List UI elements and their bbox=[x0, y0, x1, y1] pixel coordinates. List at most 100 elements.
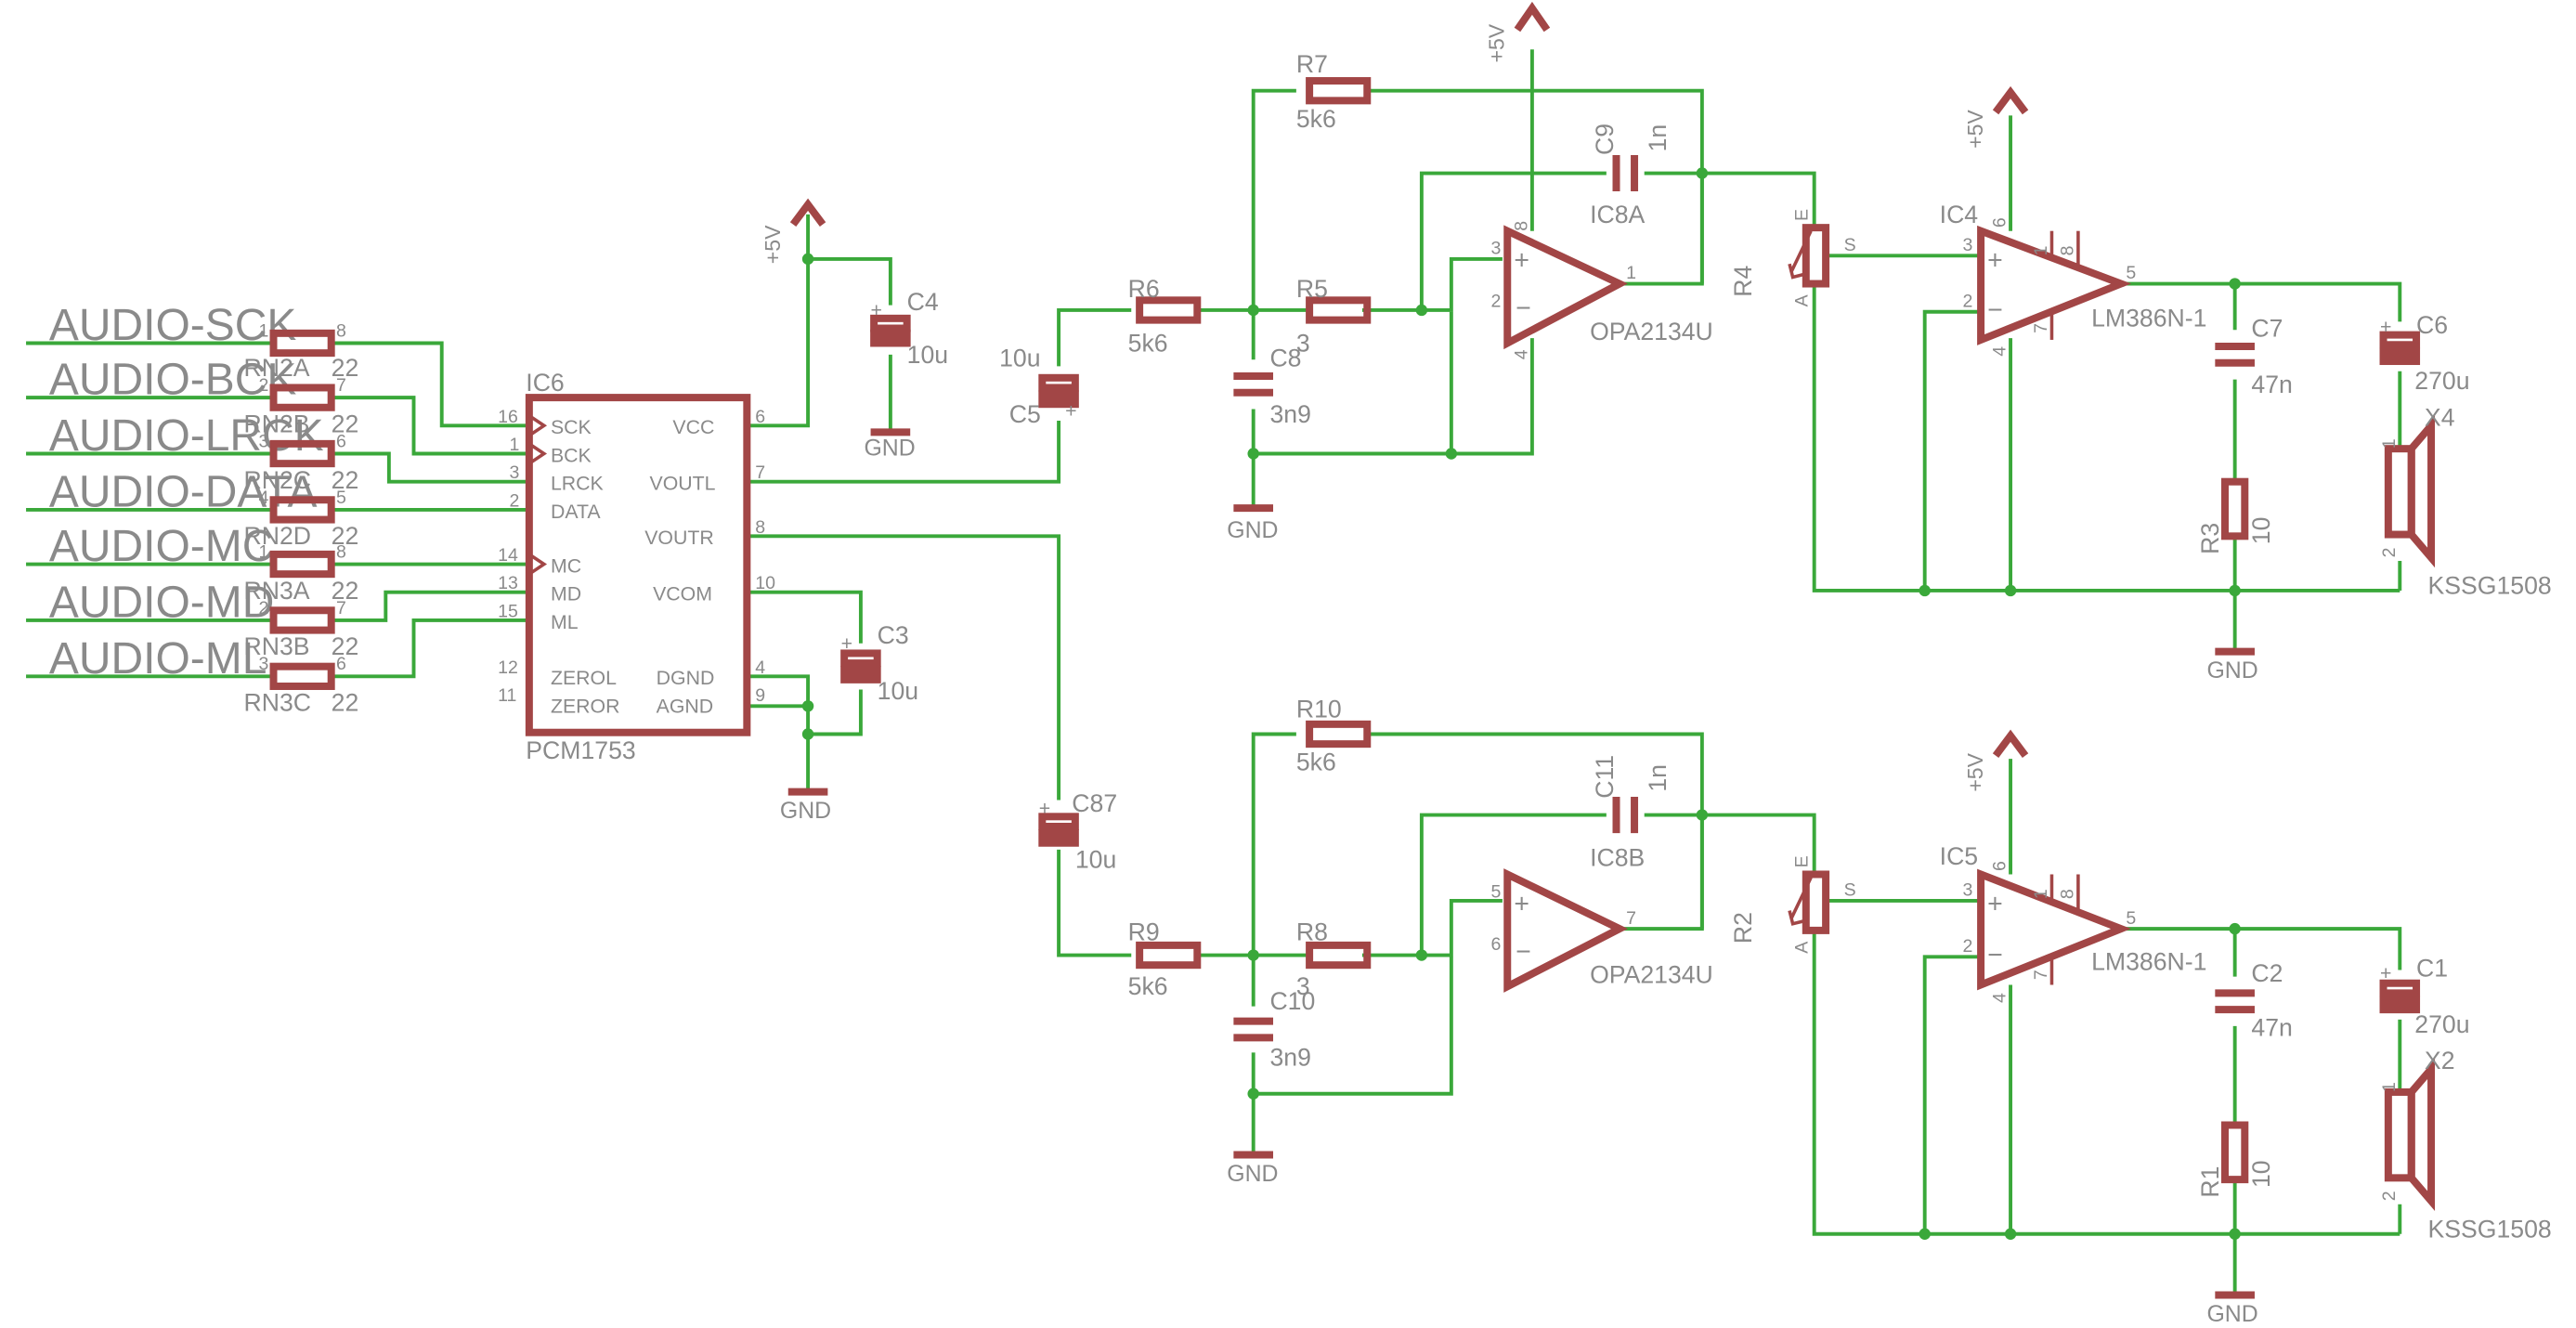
pin-number: 6 bbox=[1490, 934, 1501, 955]
pin-label: A bbox=[1792, 942, 1813, 954]
part-name: C5 bbox=[1009, 400, 1041, 428]
pin-label: ML bbox=[551, 611, 579, 633]
gnd-label: GND bbox=[1227, 517, 1278, 543]
net-audio-lrck: AUDIO-LRCK bbox=[49, 411, 324, 461]
pin-number: 1 bbox=[259, 320, 269, 341]
speaker-x4: 1 2 X4 KSSG1508 bbox=[2379, 403, 2552, 599]
speaker-x2: 1 2 X2 KSSG1508 bbox=[2379, 1047, 2552, 1243]
amplifier-ic4: + − 3 2 5 6 4 1 8 7 IC4 LM386N-1 bbox=[1940, 201, 2207, 357]
pin-number: 6 bbox=[1990, 217, 2010, 228]
part-value: OPA2134U bbox=[1590, 318, 1713, 345]
part-value: 10u bbox=[878, 677, 918, 705]
pin-label: AGND bbox=[657, 695, 714, 717]
amplifier-ic5: + − 3 2 5 6 4 1 8 7 IC5 LM386N-1 bbox=[1940, 842, 2207, 1003]
capacitor-c9: C9 1n bbox=[1591, 124, 1672, 192]
part-name: R5 bbox=[1296, 275, 1328, 303]
pin-number: 6 bbox=[336, 654, 346, 674]
pin-number: 3 bbox=[1963, 880, 1973, 901]
part-value: 22 bbox=[332, 466, 359, 494]
resistor-rn2c: 3 6 RN2C 22 bbox=[244, 431, 359, 493]
pin-number: 5 bbox=[1490, 881, 1501, 902]
part-value: 1n bbox=[1644, 124, 1672, 152]
svg-text:+: + bbox=[1987, 246, 2003, 276]
svg-text:+: + bbox=[1514, 889, 1529, 918]
part-name: RN3B bbox=[244, 632, 310, 660]
gnd-symbol-c10: GND bbox=[1227, 1151, 1279, 1187]
vcc-symbol-ic6: +5V bbox=[761, 198, 826, 264]
capacitor-c5: + 10u C5 bbox=[999, 344, 1079, 428]
capacitor-c2: C2 47n bbox=[2215, 959, 2293, 1042]
part-value: PCM1753 bbox=[526, 736, 635, 764]
part-name: RN2D bbox=[244, 522, 312, 550]
resistor-r7: R7 5k6 bbox=[1296, 50, 1372, 133]
resistor-r5: R5 3 bbox=[1296, 275, 1372, 357]
svg-text:−: − bbox=[1516, 937, 1531, 967]
pin-label: S bbox=[1844, 235, 1856, 255]
part-value: 10u bbox=[1075, 845, 1116, 873]
pin-number: 5 bbox=[2126, 908, 2136, 929]
part-value: 10 bbox=[2247, 1160, 2275, 1188]
pin-number: 8 bbox=[2058, 889, 2078, 899]
pin-number: 2 bbox=[1490, 291, 1501, 311]
pin-label: DATA bbox=[551, 501, 601, 523]
pin-number: 14 bbox=[498, 545, 518, 566]
part-value: 22 bbox=[332, 410, 359, 437]
part-value: LM386N-1 bbox=[2091, 305, 2206, 332]
gnd-symbol-c8: GND bbox=[1227, 504, 1279, 543]
pin-number: 6 bbox=[336, 431, 346, 451]
part-name: C6 bbox=[2416, 311, 2448, 339]
part-name: RN2B bbox=[244, 410, 310, 437]
part-name: IC8A bbox=[1590, 201, 1645, 228]
vcc-label: +5V bbox=[761, 225, 785, 264]
net-audio-bck: AUDIO-BCK bbox=[49, 356, 296, 405]
svg-text:+: + bbox=[1065, 399, 1076, 422]
gnd-symbol-ic6: GND bbox=[780, 788, 831, 824]
svg-text:+: + bbox=[841, 632, 852, 655]
pin-number: 1 bbox=[2031, 889, 2051, 899]
pin-number: 7 bbox=[755, 462, 765, 483]
gnd-label: GND bbox=[2206, 657, 2257, 684]
capacitor-c87: + C87 10u bbox=[1038, 789, 1117, 873]
pin-number: 7 bbox=[336, 375, 346, 396]
pin-number: 4 bbox=[259, 488, 269, 508]
svg-text:+: + bbox=[871, 299, 882, 321]
part-name: X2 bbox=[2425, 1047, 2455, 1074]
pin-number: 15 bbox=[498, 601, 518, 621]
vcc-symbol-ic8: +5V bbox=[1485, 1, 1551, 63]
capacitor-c4: + C4 10u bbox=[870, 288, 948, 369]
part-value: 5k6 bbox=[1296, 105, 1336, 133]
pin-number: 4 bbox=[755, 657, 765, 678]
net-audio-sck: AUDIO-SCK bbox=[49, 301, 296, 350]
capacitor-c7: C7 47n bbox=[2215, 314, 2293, 398]
pin-number: 8 bbox=[1512, 221, 1532, 231]
resistor-r3: R3 10 bbox=[2196, 477, 2275, 554]
net-audio-ml: AUDIO-ML bbox=[49, 634, 267, 684]
pin-number: 3 bbox=[259, 431, 269, 451]
part-name: R2 bbox=[1729, 912, 1757, 944]
capacitor-c6: + C6 270u bbox=[2379, 311, 2470, 395]
part-value: 10 bbox=[2247, 517, 2275, 545]
part-value: 22 bbox=[332, 632, 359, 660]
pin-number: 11 bbox=[498, 685, 516, 706]
pin-number: 1 bbox=[2031, 245, 2051, 255]
pin-label: S bbox=[1844, 880, 1856, 901]
resistor-r10: R10 5k6 bbox=[1296, 696, 1372, 776]
potentiometer-r4: R4 E A S bbox=[1729, 209, 1856, 306]
part-name: R4 bbox=[1729, 266, 1757, 297]
pin-label: SCK bbox=[551, 416, 592, 438]
part-name: C4 bbox=[907, 288, 939, 316]
part-name: C7 bbox=[2251, 314, 2283, 342]
part-name: IC5 bbox=[1940, 842, 1978, 870]
part-value: 5k6 bbox=[1128, 329, 1168, 357]
pin-label: LRCK bbox=[551, 473, 604, 495]
pin-label: MD bbox=[551, 583, 581, 605]
pin-number: 3 bbox=[259, 654, 269, 674]
svg-text:+: + bbox=[2380, 962, 2391, 984]
pin-number: 8 bbox=[755, 517, 765, 538]
pin-number: 8 bbox=[2058, 245, 2078, 255]
vcc-symbol-ic5: +5V bbox=[1963, 729, 2029, 792]
gnd-label: GND bbox=[1227, 1161, 1278, 1187]
part-value: 270u bbox=[2414, 367, 2469, 395]
pin-number: 16 bbox=[498, 407, 518, 427]
junctions bbox=[801, 167, 2241, 1240]
